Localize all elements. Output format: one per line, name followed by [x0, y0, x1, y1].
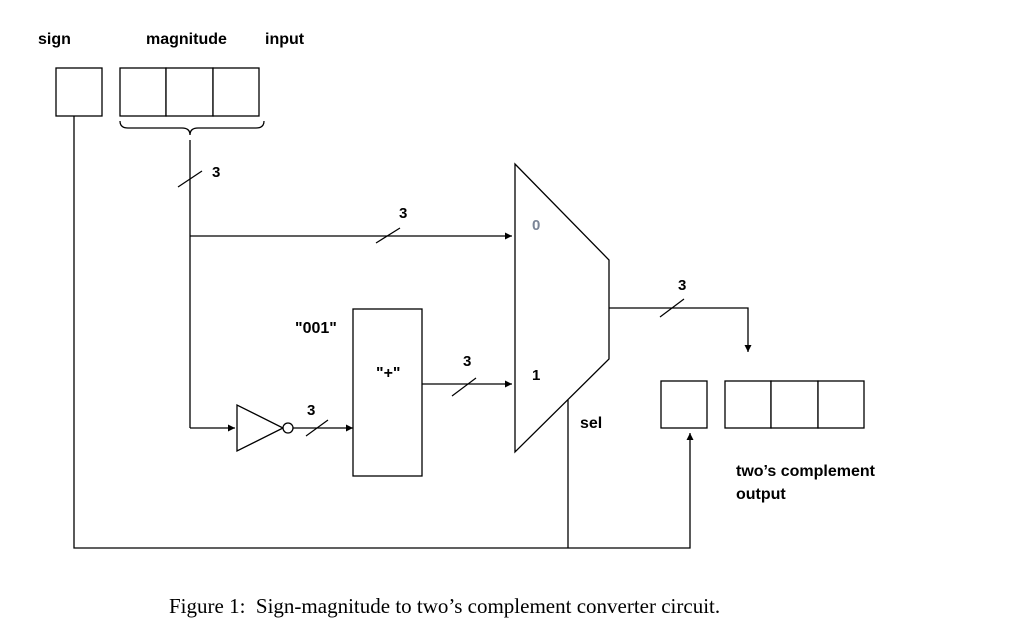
magnitude-bus-width-tick: [177, 170, 203, 188]
constant-001-label: "001": [295, 320, 337, 337]
mux-in0-width-label: 3: [399, 205, 407, 222]
mux-out-width-tick: [659, 298, 685, 318]
multiplexer: [514, 162, 610, 454]
mux-in0-width-tick: [375, 227, 401, 244]
output-bits: [724, 380, 865, 429]
mux-input-1-label: 1: [532, 367, 540, 384]
input-label: input: [265, 31, 305, 48]
sign-label: sign: [38, 31, 71, 48]
mux-out-width-label: 3: [678, 277, 686, 294]
magnitude-bit-1: [165, 67, 214, 117]
magnitude-bits: [119, 67, 260, 117]
magnitude-label: magnitude: [146, 31, 227, 48]
adder-out-width-tick: [451, 377, 477, 397]
inverter-bubble: [282, 422, 294, 434]
inverter-out-width-label: 3: [307, 402, 315, 419]
sign-bit-box: [55, 67, 103, 117]
adder-out-width-label: 3: [463, 353, 471, 370]
output-label-line2: output: [736, 486, 786, 503]
mux-input-0-label: 0: [532, 217, 540, 234]
output-sign-bit-box: [660, 380, 708, 429]
output-bit-0: [817, 380, 865, 429]
magnitude-bus-width-label: 3: [212, 164, 220, 181]
output-label-line1: two’s complement: [736, 463, 876, 480]
inverter-out-width-tick: [305, 419, 329, 437]
mux-output-wire: [609, 307, 752, 352]
magnitude-bit-0: [212, 67, 260, 117]
select-label: sel: [580, 415, 602, 432]
adder-block: [352, 308, 423, 477]
output-bit-2: [724, 380, 772, 429]
magnitude-brace: [119, 120, 265, 136]
magnitude-bit-2: [119, 67, 167, 117]
sign-wire: [73, 116, 694, 549]
adder-label: "+": [376, 365, 401, 382]
inverter-gate: [236, 403, 285, 453]
output-bit-1: [770, 380, 819, 429]
figure-caption: Figure 1: Sign-magnitude to two’s comple…: [169, 594, 720, 618]
